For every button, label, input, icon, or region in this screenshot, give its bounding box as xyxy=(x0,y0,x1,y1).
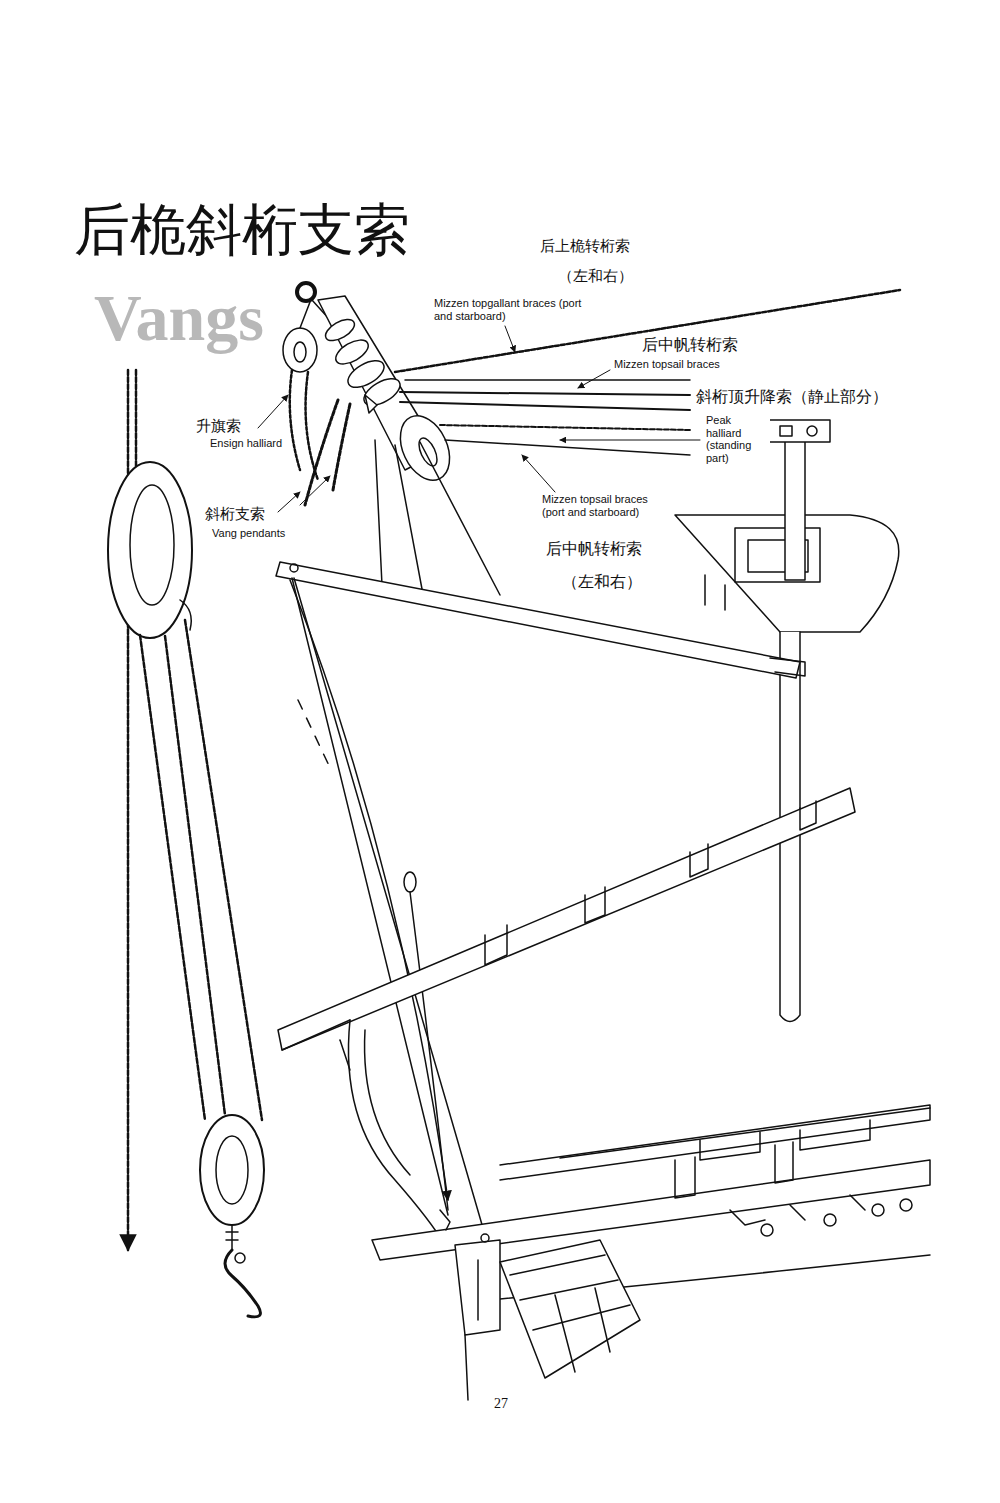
part-name: 斜桁支索 xyxy=(203,506,267,523)
part-name: Mizzen topgallant braces (port and starb… xyxy=(432,297,596,322)
part-name: 斜桁顶升降索（静止部分） xyxy=(694,388,890,406)
part-name: 后上桅转桁索 xyxy=(538,238,632,255)
part-name: Mizzen topsail braces xyxy=(612,358,722,371)
part-name: （左和右） xyxy=(556,268,635,285)
watermark-title: Vangs xyxy=(92,280,266,356)
page-title: 后桅斜桁支索 xyxy=(72,198,412,262)
part-name: 升旗索 xyxy=(194,418,243,435)
part-name: Ensign halliard xyxy=(208,437,284,450)
part-name: Mizzen topsail braces (port and starboar… xyxy=(540,493,662,518)
part-name: 后中帆转桁索 xyxy=(544,540,644,558)
part-name: 后中帆转桁索 xyxy=(640,336,740,354)
part-name: Peak halliard (standing part) xyxy=(704,414,770,465)
part-name: Vang pendants xyxy=(210,527,287,540)
page-number: 27 xyxy=(492,1396,510,1412)
part-name: （左和右） xyxy=(560,573,644,591)
